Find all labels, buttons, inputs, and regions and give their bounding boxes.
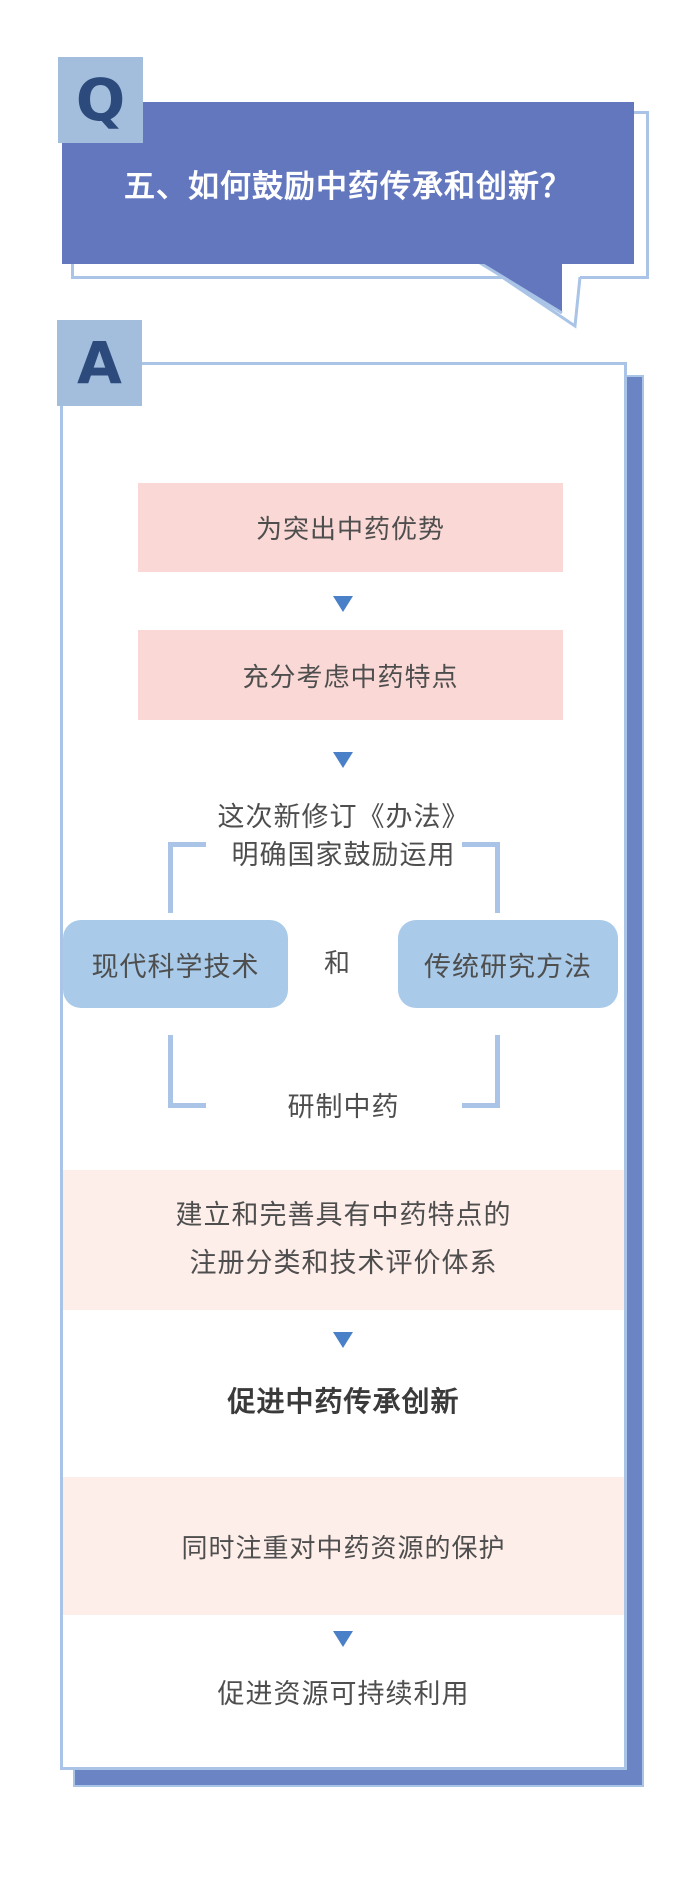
flow-step-3-line-2: 注册分类和技术评价体系 [189,1248,498,1279]
arrow-down-icon [333,596,353,612]
intro-line-1: 这次新修订《办法》 [217,802,470,833]
question-tag: Q [58,57,143,143]
intro-line-2: 明确国家鼓励运用 [231,840,456,871]
arrow-down-icon [333,752,353,768]
result-1: 促进中药传承创新 [227,1385,460,1418]
bracket-bottom-right-line [495,1035,500,1108]
bracket-top-left-stub [168,842,206,847]
speech-bubble-tail [479,261,582,329]
develop-label: 研制中药 [287,1092,400,1123]
method-box-modern: 现代科学技术 [63,920,288,1008]
question-title: 五、如何鼓励中药传承和创新？ [124,168,572,205]
bracket-bottom-right-stub [462,1103,500,1108]
answer-panel: 为突出中药优势 充分考虑中药特点 这次新修订《办法》 明确国家鼓励运用 现代科学… [60,362,627,1770]
arrow-down-icon [333,1332,353,1348]
question-bubble: 五、如何鼓励中药传承和创新？ [62,102,634,264]
bracket-bottom-left-stub [168,1103,206,1108]
result-2: 促进资源可持续利用 [217,1679,470,1710]
flow-step-1: 为突出中药优势 [138,483,563,572]
flow-step-4: 同时注重对中药资源的保护 [63,1477,624,1615]
answer-tag: A [57,320,142,406]
arrow-down-icon [333,1631,353,1647]
bracket-top-right-stub [462,842,500,847]
flow-step-3-line-1: 建立和完善具有中药特点的 [175,1200,512,1231]
flow-step-2: 充分考虑中药特点 [138,630,563,720]
bracket-top-right-line [495,842,500,913]
bracket-top-left-line [168,842,173,913]
bracket-bottom-left-line [168,1035,173,1108]
connector-and: 和 [323,949,350,979]
flow-step-3: 建立和完善具有中药特点的 注册分类和技术评价体系 [63,1170,624,1310]
method-box-traditional: 传统研究方法 [398,920,618,1008]
